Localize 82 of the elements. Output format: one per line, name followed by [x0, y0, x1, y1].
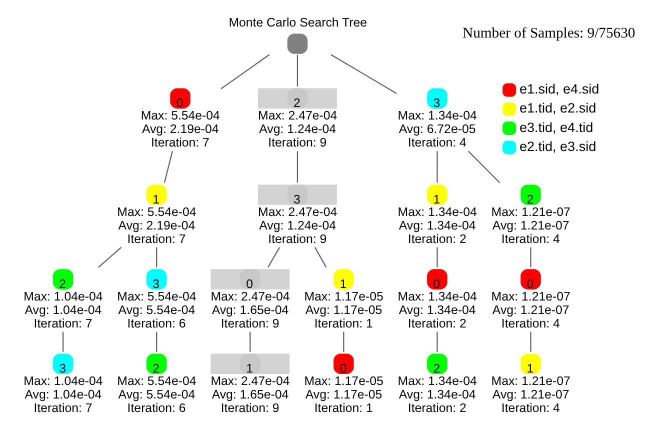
node-label: Max: 1.21e-07 [491, 374, 570, 388]
node-label: Iteration: 2 [408, 316, 466, 331]
node-label: Monte Carlo Search Tree [228, 16, 367, 30]
node-label: Max: 2.47e-04 [258, 204, 338, 219]
node-label: Max: 1.04e-04 [24, 374, 103, 388]
node-label: Avg: 1.21e-07 [492, 218, 570, 232]
node-label: Avg: 1.21e-07 [492, 388, 570, 402]
connector [62, 332, 64, 352]
node-label: Max: 5.54e-04 [117, 204, 196, 219]
node-label: Avg: 1.04e-04 [24, 303, 102, 318]
connector [530, 332, 532, 352]
node-label: Max: 2.47e-04 [210, 374, 290, 388]
node-label: Iteration: 2 [408, 232, 466, 246]
connector [164, 151, 173, 183]
node-label: Avg: 1.65e-04 [212, 388, 289, 402]
node-label: Avg: 1.17e-05 [305, 388, 382, 402]
legend-label: e1.sid, e4.sid [519, 81, 600, 96]
node-label: Iteration: 7 [34, 401, 92, 416]
node-label: Max: 1.21e-07 [491, 204, 570, 219]
node-label: Avg: 1.24e-04 [259, 218, 336, 232]
connector [220, 54, 270, 90]
node-label: Avg: 1.65e-04 [212, 303, 289, 318]
node-label: Avg: 1.04e-04 [24, 388, 102, 402]
node-label: Iteration: 9 [220, 401, 280, 416]
node-label: Max: 1.34e-04 [398, 108, 477, 123]
node-label: Max: 1.17e-05 [304, 374, 384, 388]
connector [98, 246, 122, 268]
node-label: Iteration: 9 [268, 136, 327, 150]
connector [343, 332, 344, 352]
connector [530, 247, 532, 268]
node-label: Max: 2.47e-04 [210, 289, 290, 304]
node-label: Avg: 5.54e-04 [118, 303, 196, 318]
node-label: Avg: 1.17e-05 [305, 303, 382, 318]
node-label: Iteration: 9 [268, 232, 327, 246]
node-label: Avg: 6.72e-05 [398, 122, 476, 136]
node-label: Max: 1.17e-05 [304, 289, 384, 304]
node-label: Max: 1.21e-07 [491, 289, 570, 304]
connector [296, 54, 298, 86]
legend-label: e1.tid, e2.sid [519, 100, 596, 116]
node-label: Max: 5.54e-04 [117, 289, 196, 304]
node-label: Iteration: 1 [314, 316, 373, 331]
node-label: Max: 5.54e-04 [117, 374, 196, 388]
node-label: Avg: 2.19e-04 [142, 122, 219, 136]
node-label: Avg: 1.21e-07 [492, 303, 570, 318]
node-label: Iteration: 4 [501, 316, 560, 331]
node-label: Max: 1.34e-04 [398, 289, 477, 304]
label: Number of Samples: 9/75630 [462, 25, 636, 42]
connector [330, 54, 397, 94]
connector [250, 332, 251, 352]
connector [268, 247, 280, 268]
node-label: Max: 1.34e-04 [398, 374, 477, 388]
node-label: Iteration: 9 [220, 316, 280, 331]
node-label: Iteration: 7 [34, 316, 92, 331]
connector [156, 247, 158, 268]
node-label: Max: 5.54e-04 [140, 108, 220, 123]
connector [468, 150, 500, 184]
node-label: Avg: 5.54e-04 [118, 388, 196, 402]
connector [436, 247, 438, 268]
node-label: Avg: 1.34e-04 [398, 303, 476, 318]
connector [296, 151, 298, 183]
node-label: Iteration: 4 [501, 401, 560, 416]
node-label: Iteration: 7 [150, 136, 210, 150]
node-label: Iteration: 4 [501, 232, 560, 246]
node-label: Max: 2.47e-04 [258, 108, 338, 123]
connector [436, 332, 438, 352]
node-label: Iteration: 6 [127, 401, 186, 416]
node-label: Iteration: 7 [127, 232, 186, 246]
node-label: Iteration: 2 [408, 401, 466, 416]
connector [314, 247, 327, 268]
legend-label: e3.tid, e4.tid [519, 120, 594, 135]
legend-label: e2.tid, e3.sid [519, 138, 596, 154]
node-label: Max: 1.34e-04 [398, 204, 477, 219]
connector [156, 332, 158, 352]
node-label: Iteration: 6 [127, 316, 186, 331]
connector [436, 151, 438, 183]
node-label: Iteration: 4 [408, 136, 466, 150]
node-label: Avg: 1.34e-04 [398, 388, 476, 402]
node-label: Avg: 1.34e-04 [398, 218, 476, 232]
node-label: Iteration: 1 [314, 401, 373, 416]
node-label: Avg: 2.19e-04 [118, 218, 196, 232]
node-label: Avg: 1.24e-04 [259, 122, 336, 136]
node-label: Max: 1.04e-04 [24, 289, 103, 304]
